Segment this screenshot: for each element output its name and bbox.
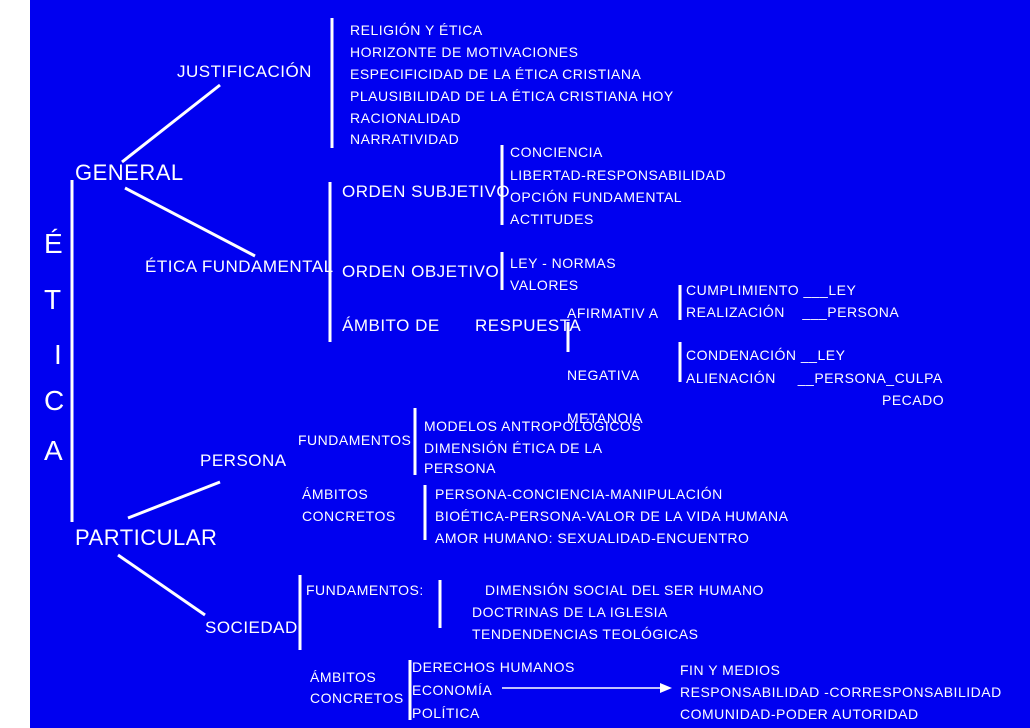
fundamentos-persona-label: FUNDAMENTOS bbox=[298, 432, 412, 448]
orden-subjetivo-item: LIBERTAD-RESPONSABILIDAD bbox=[510, 167, 727, 183]
vertical-title-letter: A bbox=[44, 435, 63, 466]
fundamentos-persona-item: PERSONA bbox=[424, 460, 496, 476]
justificacion-item: RACIONALIDAD bbox=[350, 110, 462, 126]
link-general-etica-fundamental bbox=[124, 186, 256, 258]
fundamentos-sociedad-item: TENDENDENCIAS TEOLÓGICAS bbox=[472, 626, 699, 642]
ambitos-persona-item: BIOÉTICA-PERSONA-VALOR DE LA VIDA HUMANA bbox=[435, 508, 789, 524]
vertical-title-letter: I bbox=[54, 339, 62, 370]
fundamentos-persona-item: DIMENSIÓN ÉTICA DE LA bbox=[424, 440, 603, 456]
orden-objetivo-item: LEY - NORMAS bbox=[510, 255, 617, 271]
respuesta-label: RESPUESTA bbox=[475, 316, 582, 335]
fundamentos-sociedad-label: FUNDAMENTOS: bbox=[306, 582, 424, 598]
justificacion-item: HORIZONTE DE MOTIVACIONES bbox=[350, 44, 579, 60]
ambitos-sociedad-label: CONCRETOS bbox=[310, 690, 404, 706]
sociedad-right-item: COMUNIDAD-PODER AUTORIDAD bbox=[680, 706, 919, 722]
fundamentos-persona-item: MODELOS ANTROPOLÓGICOS bbox=[424, 418, 642, 434]
vertical-title-letter: T bbox=[44, 284, 62, 315]
orden-subjetivo-item: ACTITUDES bbox=[510, 211, 594, 227]
etica-fundamental-label: ÉTICA FUNDAMENTAL bbox=[145, 257, 334, 276]
pecado-label: PECADO bbox=[882, 392, 945, 408]
afirmativa-item: REALIZACIÓN ___PERSONA bbox=[686, 304, 900, 320]
justificacion-item: ESPECIFICIDAD DE LA ÉTICA CRISTIANA bbox=[350, 66, 642, 82]
justificacion-label: JUSTIFICACIÓN bbox=[177, 62, 312, 81]
vertical-title-letter: C bbox=[44, 385, 65, 416]
particular-label: PARTICULAR bbox=[75, 525, 218, 550]
afirmativa-label: AFIRMATIV A bbox=[567, 305, 659, 321]
ambitos-persona-label: ÁMBITOS bbox=[302, 486, 369, 502]
justificacion-item: NARRATIVIDAD bbox=[350, 131, 460, 147]
afirmativa-item: CUMPLIMIENTO ___LEY bbox=[686, 282, 857, 298]
sociedad-right-item: RESPONSABILIDAD -CORRESPONSABILIDAD bbox=[680, 684, 1002, 700]
ambitos-sociedad-item: ECONOMÍA bbox=[412, 682, 493, 698]
ethics-concept-map: É T I C A GENERAL JUSTIFICACIÓN RELIGIÓN… bbox=[30, 0, 1030, 728]
ambitos-sociedad-item: POLÍTICA bbox=[412, 705, 480, 721]
link-general-justificacion bbox=[121, 83, 221, 164]
ambitos-persona-item: PERSONA-CONCIENCIA-MANIPULACIÓN bbox=[435, 486, 723, 502]
orden-subjetivo-item: OPCIÓN FUNDAMENTAL bbox=[510, 189, 683, 205]
persona-label: PERSONA bbox=[200, 451, 287, 470]
sociedad-right-item: FIN Y MEDIOS bbox=[680, 662, 781, 678]
ambitos-sociedad-item: DERECHOS HUMANOS bbox=[412, 659, 575, 675]
justificacion-item: RELIGIÓN Y ÉTICA bbox=[350, 22, 483, 38]
justificacion-item: PLAUSIBILIDAD DE LA ÉTICA CRISTIANA HOY bbox=[350, 88, 674, 104]
fundamentos-sociedad-item: DIMENSIÓN SOCIAL DEL SER HUMANO bbox=[485, 582, 764, 598]
arrow-head bbox=[660, 683, 672, 693]
ambitos-persona-label: CONCRETOS bbox=[302, 508, 396, 524]
negativa-item: ALIENACIÓN __PERSONA_CULPA bbox=[686, 370, 943, 386]
connector-lines bbox=[70, 18, 682, 720]
orden-subjetivo-item: CONCIENCIA bbox=[510, 144, 603, 160]
ambitos-sociedad-label: ÁMBITOS bbox=[310, 669, 377, 685]
metanoia-label: METANOIA bbox=[567, 410, 644, 426]
sociedad-label: SOCIEDAD bbox=[205, 618, 298, 637]
link-particular-persona bbox=[127, 480, 221, 520]
orden-objetivo-label: ORDEN OBJETIVO bbox=[342, 262, 500, 281]
ambitos-persona-item: AMOR HUMANO: SEXUALIDAD-ENCUENTRO bbox=[435, 530, 750, 546]
negativa-item: CONDENACIÓN __LEY bbox=[686, 347, 846, 363]
orden-objetivo-item: VALORES bbox=[510, 277, 579, 293]
link-particular-sociedad bbox=[117, 553, 206, 617]
vertical-title-letter: É bbox=[44, 228, 63, 259]
ambito-label: ÁMBITO DE bbox=[342, 316, 440, 335]
orden-subjetivo-label: ORDEN SUBJETIVO bbox=[342, 182, 511, 201]
negativa-label: NEGATIVA bbox=[567, 367, 640, 383]
general-label: GENERAL bbox=[75, 160, 184, 185]
fundamentos-sociedad-item: DOCTRINAS DE LA IGLESIA bbox=[472, 604, 668, 620]
